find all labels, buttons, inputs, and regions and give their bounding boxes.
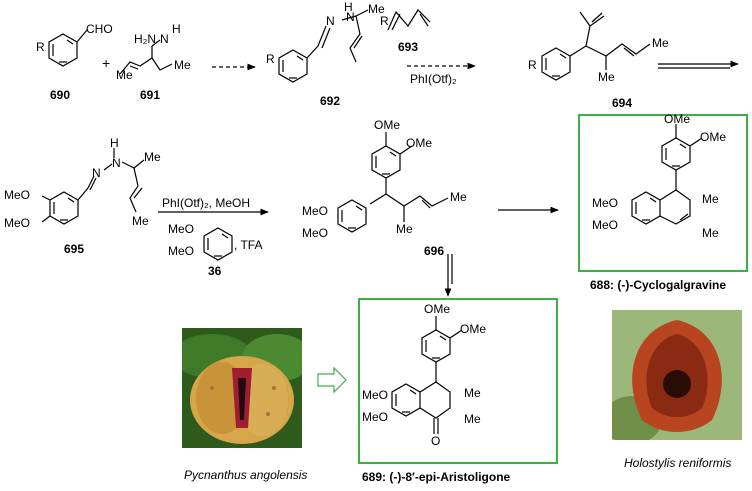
meo2-696: MeO	[302, 226, 329, 240]
photo-holostylis	[612, 310, 742, 440]
num-696: 696	[424, 244, 445, 258]
me-694: Me	[598, 70, 615, 84]
me1-689: Me	[464, 386, 481, 400]
r-690: R	[36, 40, 45, 54]
reagent-phi-1: PhI(Otf)₂	[410, 72, 457, 86]
me-691: Me	[116, 68, 133, 82]
ome1-689: OMe	[424, 302, 451, 316]
me2-696: Me	[450, 190, 467, 204]
meo2-695: MeO	[4, 216, 31, 230]
meo1-36: MeO	[168, 222, 195, 236]
meo2-688: MeO	[592, 218, 619, 232]
ome1-688: OMe	[664, 112, 691, 126]
r-694: R	[528, 58, 537, 72]
fruit-illustration	[182, 334, 302, 444]
num-692: 692	[320, 94, 341, 108]
me2-694: Me	[652, 36, 669, 50]
tfa-label: , TFA	[234, 238, 263, 252]
diene-693	[387, 9, 431, 31]
ome2-696: OMe	[406, 136, 433, 150]
me2-688: Me	[702, 226, 719, 240]
box-688	[578, 114, 748, 272]
meo1-689: MeO	[362, 388, 389, 402]
meo2-689: MeO	[362, 410, 389, 424]
me-696: Me	[396, 222, 413, 236]
n1-692: N	[326, 14, 335, 28]
h-695: H	[110, 136, 119, 150]
n1-695: N	[92, 166, 101, 180]
caption-pycnanthus: Pycnanthus angolensis	[184, 468, 308, 482]
meo1-695: MeO	[4, 188, 31, 202]
meo1-688: MeO	[592, 196, 619, 210]
h-691: H	[172, 22, 181, 36]
me1-688: Me	[702, 192, 719, 206]
num-695: 695	[64, 242, 85, 256]
me2-689: Me	[464, 412, 481, 426]
caption-holostylis: Holostylis reniformis	[624, 456, 732, 470]
r-692: R	[266, 52, 275, 66]
chain-691	[119, 57, 173, 75]
photo-pycnanthus	[182, 328, 302, 448]
ring-688-b	[659, 189, 691, 225]
r-693: R	[380, 14, 389, 28]
box-689	[358, 298, 558, 464]
ome2-689: OMe	[460, 322, 487, 336]
num-690: 690	[50, 88, 71, 102]
me-695: Me	[144, 150, 161, 164]
cho-690: CHO	[86, 22, 113, 36]
n2-695: N	[112, 156, 121, 170]
num-36: 36	[208, 264, 222, 278]
meo1-696: MeO	[302, 204, 329, 218]
me2-691: Me	[174, 58, 191, 72]
num-691: 691	[140, 88, 161, 102]
reagent-phi-meoh: PhI(Otf)₂, MeOH	[162, 196, 251, 210]
ring-36	[203, 227, 233, 261]
h-692: H	[344, 0, 353, 14]
ome1-696: OMe	[374, 118, 401, 132]
hollow-arrow	[317, 366, 347, 394]
flower-illustration	[612, 310, 742, 440]
plus-sign: +	[102, 55, 111, 71]
n-691: N	[160, 32, 169, 46]
num-693: 693	[398, 40, 419, 54]
name-688: 688: (-)-Cyclogalgravine	[590, 278, 727, 292]
name-689: 689: (-)-8′-epi-Aristoligone	[362, 470, 511, 484]
ring-696-left	[337, 199, 367, 233]
me-bottom-695: Me	[132, 214, 149, 228]
me-692: Me	[368, 2, 385, 16]
meo2-36: MeO	[168, 244, 195, 258]
num-694: 694	[612, 96, 633, 110]
h2n-691: H₂N	[134, 32, 156, 46]
o-689: O	[431, 434, 441, 448]
n2-692: N	[346, 10, 355, 24]
ring-689-b	[419, 381, 451, 419]
ome2-688: OMe	[700, 130, 727, 144]
